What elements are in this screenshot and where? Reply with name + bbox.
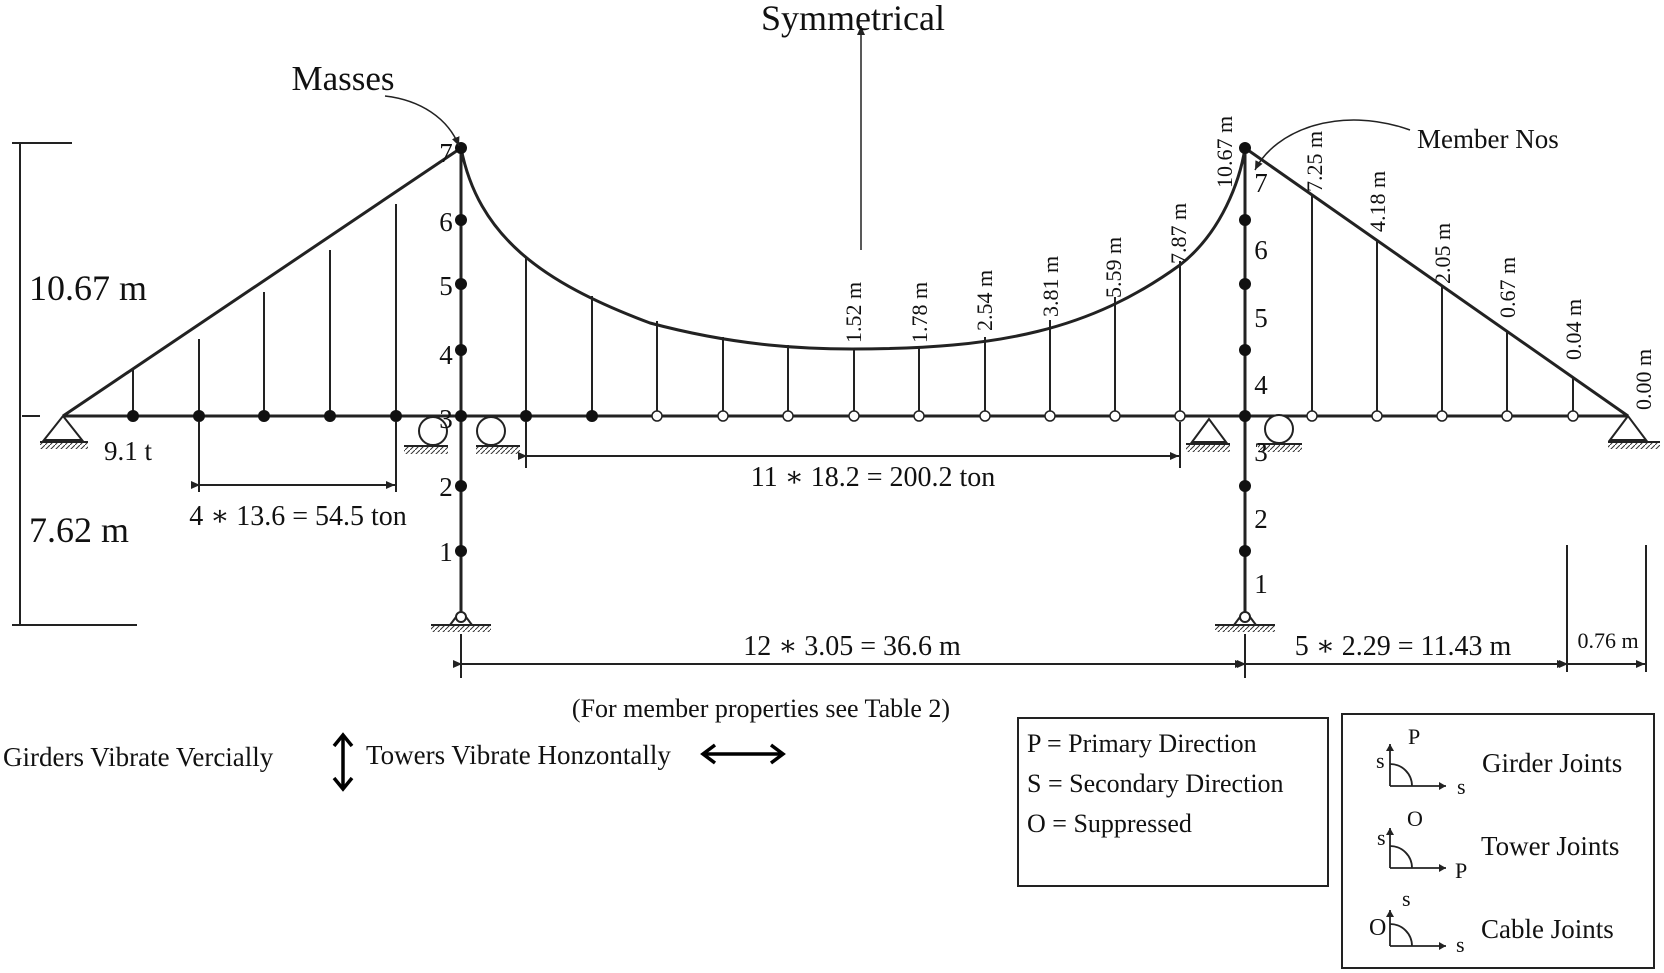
right-tower-numbers: 1 2 3 4 5 6 7 [1254,168,1268,599]
vertical-double-arrow-icon [332,732,354,792]
main-masses-label: 11 ∗ 18.2 = 200.2 ton [751,462,996,493]
svg-text:s: s [1457,774,1466,799]
svg-text:6: 6 [1254,235,1268,265]
svg-text:1: 1 [1254,569,1268,599]
svg-text:5: 5 [1254,303,1268,333]
svg-text:s: s [1376,748,1385,773]
svg-text:3: 3 [439,404,453,434]
legend-primary: P = Primary Direction [1027,729,1257,758]
tower-joints [455,142,1251,557]
right-tower-girder-support [1186,414,1302,452]
span-dimensions [453,545,1647,678]
main-hanger-length-labels: 1.52 m 1.78 m 2.54 m 3.81 m 5.59 m 7.87 … [841,116,1237,343]
legend-girder-joints: Girder Joints [1482,748,1622,778]
member-nos-leader [1254,119,1411,171]
left-side-cable [62,146,462,418]
svg-text:7.25 m: 7.25 m [1302,131,1327,192]
svg-text:2: 2 [1254,504,1268,534]
svg-text:2.05 m: 2.05 m [1430,223,1455,284]
tower-base-supports [431,616,1275,632]
girder-joint-symbol [1386,744,1446,790]
svg-text:s: s [1402,886,1411,911]
svg-text:2.54 m: 2.54 m [972,270,997,331]
left-tower-roller-support [404,416,520,454]
cable-joint-symbol [1386,910,1446,950]
end-mass-label: 9.1 t [104,436,153,466]
side-span-label: 5 ∗ 2.29 = 11.43 m [1295,631,1512,662]
svg-text:P: P [1455,858,1467,883]
svg-text:0.67 m: 0.67 m [1495,257,1520,318]
direction-legend: P = Primary Direction S = Secondary Dire… [1017,717,1329,887]
right-side-hangers [1311,195,1574,416]
horizontal-double-arrow-icon [700,743,786,765]
svg-text:1.52 m: 1.52 m [841,282,866,343]
svg-text:O: O [1407,806,1423,831]
girder-open-joints [651,410,1579,422]
height-upper-label: 10.67 m [29,268,147,308]
svg-text:5: 5 [439,271,453,301]
svg-text:4: 4 [439,340,453,370]
right-end-pin-support [1608,414,1660,449]
svg-text:s: s [1456,932,1465,957]
joint-legend: P s s Girder Joints O s P Tower Joints s… [1341,713,1655,969]
side-hanger-length-labels: 7.25 m 4.18 m 2.05 m 0.67 m 0.04 m 0.00 … [1302,131,1656,410]
svg-text:2: 2 [439,472,453,502]
left-side-hangers [132,204,397,416]
masses-label: Masses [291,59,394,98]
svg-text:5.59 m: 5.59 m [1101,237,1126,298]
tower-base-hinges [455,611,1251,623]
svg-text:0.04 m: 0.04 m [1561,299,1586,360]
main-mass-dimension [518,422,1181,468]
main-cable [459,147,1247,351]
svg-text:10.67 m: 10.67 m [1212,116,1237,188]
svg-text:3.81 m: 3.81 m [1038,256,1063,317]
height-lower-label: 7.62 m [29,510,129,550]
svg-text:0.00 m: 0.00 m [1631,349,1656,410]
member-nos-label: Member Nos [1417,124,1559,154]
main-span-hangers [525,258,1181,416]
tower-joint-symbol [1386,828,1446,872]
legend-cable-joints: Cable Joints [1481,914,1614,944]
right-side-cable [1244,146,1629,418]
svg-text:7: 7 [439,138,453,168]
table-note-label: (For member properties see Table 2) [572,694,950,723]
height-dimension [12,142,137,626]
legend-secondary: S = Secondary Direction [1027,769,1284,798]
side-mass-dimension [191,422,397,492]
svg-text:4.18 m: 4.18 m [1365,171,1390,232]
svg-text:1: 1 [439,537,453,567]
svg-text:7: 7 [1254,168,1268,198]
svg-text:7.87 m: 7.87 m [1166,203,1191,264]
svg-text:s: s [1377,825,1386,850]
masses-leader [384,95,460,147]
svg-text:4: 4 [1254,370,1268,400]
legend-tower-joints: Tower Joints [1481,831,1619,861]
girders-vibrate-label: Girders Vibrate Vercially [3,742,274,772]
girder-mass-joints [127,410,598,422]
left-tower-numbers: 1 2 3 4 5 6 7 [439,138,453,567]
svg-text:O: O [1369,915,1386,941]
svg-text:3: 3 [1254,437,1268,467]
towers-vibrate-label: Towers Vibrate Honzontally [366,740,671,770]
symmetrical-label: Symmetrical [761,0,945,38]
end-length-label: 0.76 m [1577,628,1638,653]
main-span-label: 12 ∗ 3.05 = 36.6 m [743,631,961,662]
legend-suppressed: O = Suppressed [1027,809,1192,838]
svg-text:P: P [1408,724,1420,749]
left-end-pin-support [40,414,88,449]
svg-text:1.78 m: 1.78 m [907,282,932,343]
svg-text:6: 6 [439,207,453,237]
side-masses-label: 4 ∗ 13.6 = 54.5 ton [189,501,407,532]
